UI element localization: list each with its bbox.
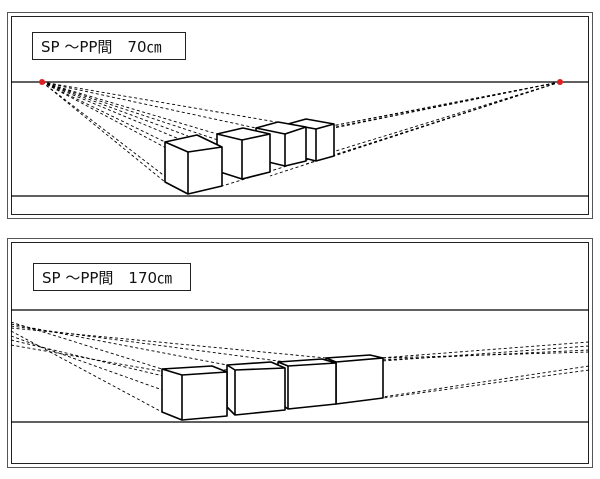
top-diagram: [11, 79, 589, 197]
cube-1-bottom: [161, 365, 228, 421]
cubes-top: [164, 118, 335, 195]
cubes-bottom: [161, 354, 384, 421]
caption-sp-pp-distance-170: SP ～PP間 170㎝: [33, 263, 191, 291]
vanishing-point-right-top: [557, 79, 563, 85]
cube-3-bottom: [277, 358, 337, 410]
cube-1-top: [164, 134, 223, 195]
caption-sp-pp-distance-70: SP ～PP間 70㎝: [32, 32, 186, 60]
vanishing-point-left-top: [39, 79, 45, 85]
bottom-diagram: [10, 309, 590, 423]
